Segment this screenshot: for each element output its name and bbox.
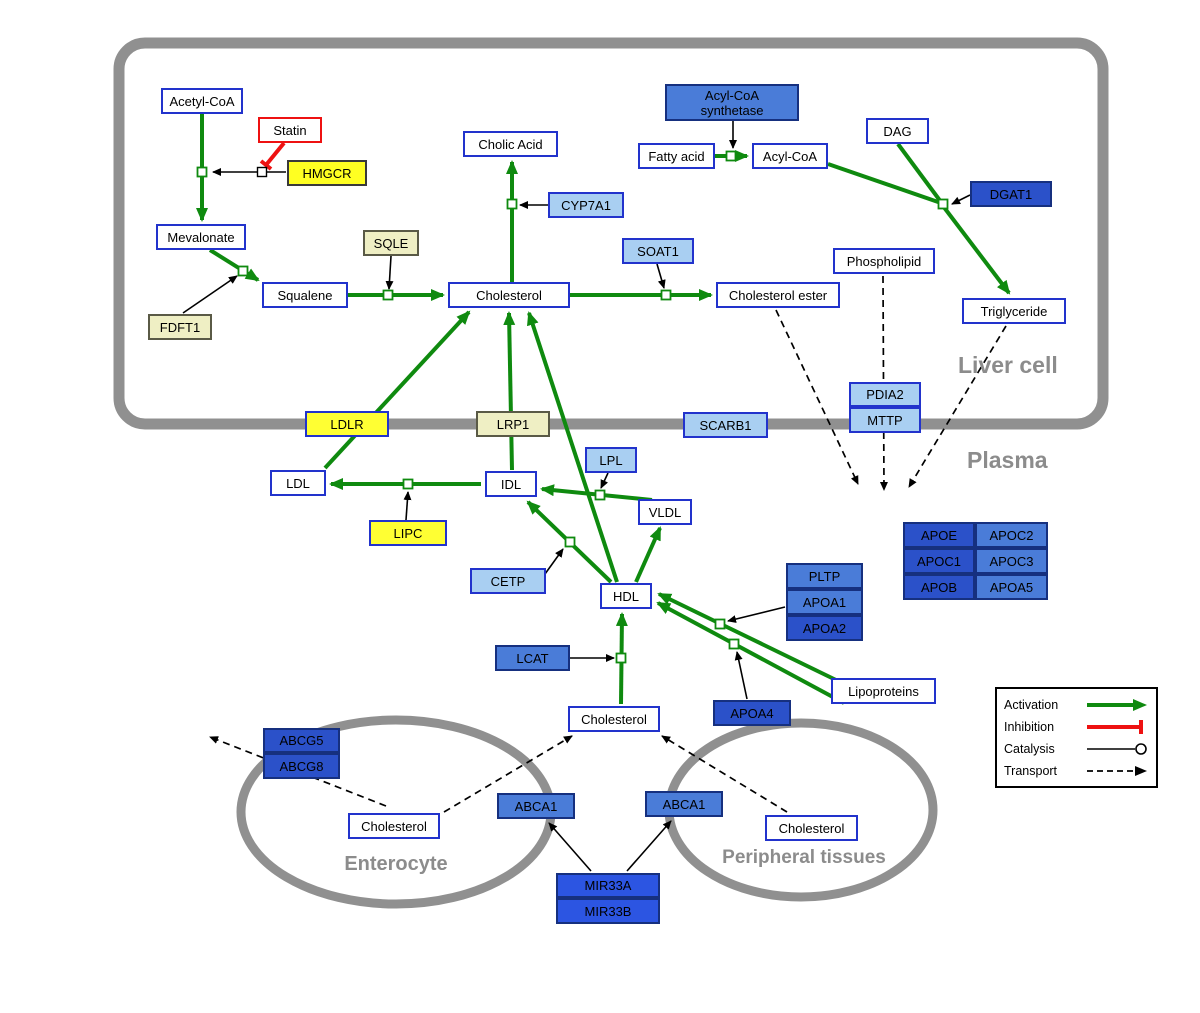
catalysis-edges (182, 121, 971, 872)
reaction-nodes (196, 150, 949, 664)
node-scarb1[interactable]: SCARB1 (683, 412, 768, 438)
legend-inhibition-label: Inhibition (1004, 719, 1055, 734)
legend-activation-label: Activation (1004, 697, 1059, 712)
node-pdia2[interactable]: PDIA2 (849, 382, 921, 407)
node-ldl[interactable]: LDL (270, 470, 326, 496)
node-fatty-acid[interactable]: Fatty acid (638, 143, 715, 169)
node-cholesterol-enterocyte[interactable]: Cholesterol (348, 813, 440, 839)
legend-transport-label: Transport (1004, 763, 1058, 778)
node-lpl[interactable]: LPL (585, 447, 637, 473)
node-mir33b[interactable]: MIR33B (556, 898, 660, 924)
node-apoc2[interactable]: APOC2 (975, 522, 1048, 548)
legend-catalysis-label: Catalysis (1004, 741, 1055, 756)
node-apoa2[interactable]: APOA2 (786, 615, 863, 641)
node-idl[interactable]: IDL (485, 471, 537, 497)
node-lipc[interactable]: LIPC (369, 520, 447, 546)
node-apoe[interactable]: APOE (903, 522, 975, 548)
transport-arrow-icon (1087, 765, 1147, 776)
liver-cell-membrane (113, 37, 1109, 430)
catalysis-circle-icon (1087, 742, 1147, 755)
node-ldlr[interactable]: LDLR (305, 411, 389, 437)
node-hmgcr[interactable]: HMGCR (287, 160, 367, 186)
node-lipoproteins[interactable]: Lipoproteins (831, 678, 936, 704)
node-squalene[interactable]: Squalene (262, 282, 348, 308)
membranes (113, 37, 1109, 909)
node-acyl-coa-synthetase[interactable]: Acyl-CoA synthetase (665, 84, 799, 121)
node-statin[interactable]: Statin (258, 117, 322, 143)
node-cholesterol-liver[interactable]: Cholesterol (448, 282, 570, 308)
node-mttp[interactable]: MTTP (849, 407, 921, 433)
node-triglyceride[interactable]: Triglyceride (962, 298, 1066, 324)
inhibition-edge (259, 141, 286, 171)
activation-arrow-icon (1087, 698, 1147, 711)
node-sqle[interactable]: SQLE (363, 230, 419, 256)
node-pltp[interactable]: PLTP (786, 563, 863, 589)
node-acyl-coa[interactable]: Acyl-CoA (752, 143, 828, 169)
node-lcat[interactable]: LCAT (495, 645, 570, 671)
node-apob[interactable]: APOB (903, 574, 975, 600)
legend-row-inhibition: Inhibition (1004, 716, 1149, 737)
node-dag[interactable]: DAG (866, 118, 929, 144)
node-abca1-enterocyte[interactable]: ABCA1 (497, 793, 575, 819)
node-lrp1[interactable]: LRP1 (476, 411, 550, 437)
node-dgat1[interactable]: DGAT1 (970, 181, 1052, 207)
plasma-label: Plasma (967, 447, 1048, 473)
statin-target-node (256, 166, 268, 178)
node-vldl[interactable]: VLDL (638, 499, 692, 525)
node-cholesterol-ester[interactable]: Cholesterol ester (716, 282, 840, 308)
node-apoa4[interactable]: APOA4 (713, 700, 791, 726)
node-mir33a[interactable]: MIR33A (556, 873, 660, 898)
node-hdl[interactable]: HDL (600, 583, 652, 609)
enterocyte-label: Enterocyte (344, 853, 448, 875)
node-cholesterol-plasma[interactable]: Cholesterol (568, 706, 660, 732)
node-cyp7a1[interactable]: CYP7A1 (548, 192, 624, 218)
legend-row-transport: Transport (1004, 760, 1149, 781)
peripheral-tissues-label: Peripheral tissues (722, 847, 886, 868)
node-apoa5[interactable]: APOA5 (975, 574, 1048, 600)
node-cholic-acid[interactable]: Cholic Acid (463, 131, 558, 157)
node-mevalonate[interactable]: Mevalonate (156, 224, 246, 250)
node-abcg8[interactable]: ABCG8 (263, 753, 340, 779)
node-acetyl-coa[interactable]: Acetyl-CoA (161, 88, 243, 114)
node-fdft1[interactable]: FDFT1 (148, 314, 212, 340)
node-phospholipid[interactable]: Phospholipid (833, 248, 935, 274)
liver-cell-label: Liver cell (958, 352, 1058, 378)
legend-row-catalysis: Catalysis (1004, 738, 1149, 759)
transport-edges (209, 275, 1007, 813)
legend-row-activation: Activation (1004, 694, 1149, 715)
node-cholesterol-peripheral[interactable]: Cholesterol (765, 815, 858, 841)
node-cetp[interactable]: CETP (470, 568, 546, 594)
node-apoc3[interactable]: APOC3 (975, 548, 1048, 574)
node-apoa1[interactable]: APOA1 (786, 589, 863, 615)
legend: Activation Inhibition Catalysis Transpor… (995, 687, 1158, 788)
node-abca1-peripheral[interactable]: ABCA1 (645, 791, 723, 817)
node-soat1[interactable]: SOAT1 (622, 238, 694, 264)
node-apoc1[interactable]: APOC1 (903, 548, 975, 574)
node-abcg5[interactable]: ABCG5 (263, 728, 340, 753)
inhibition-tee-icon (1087, 719, 1143, 734)
